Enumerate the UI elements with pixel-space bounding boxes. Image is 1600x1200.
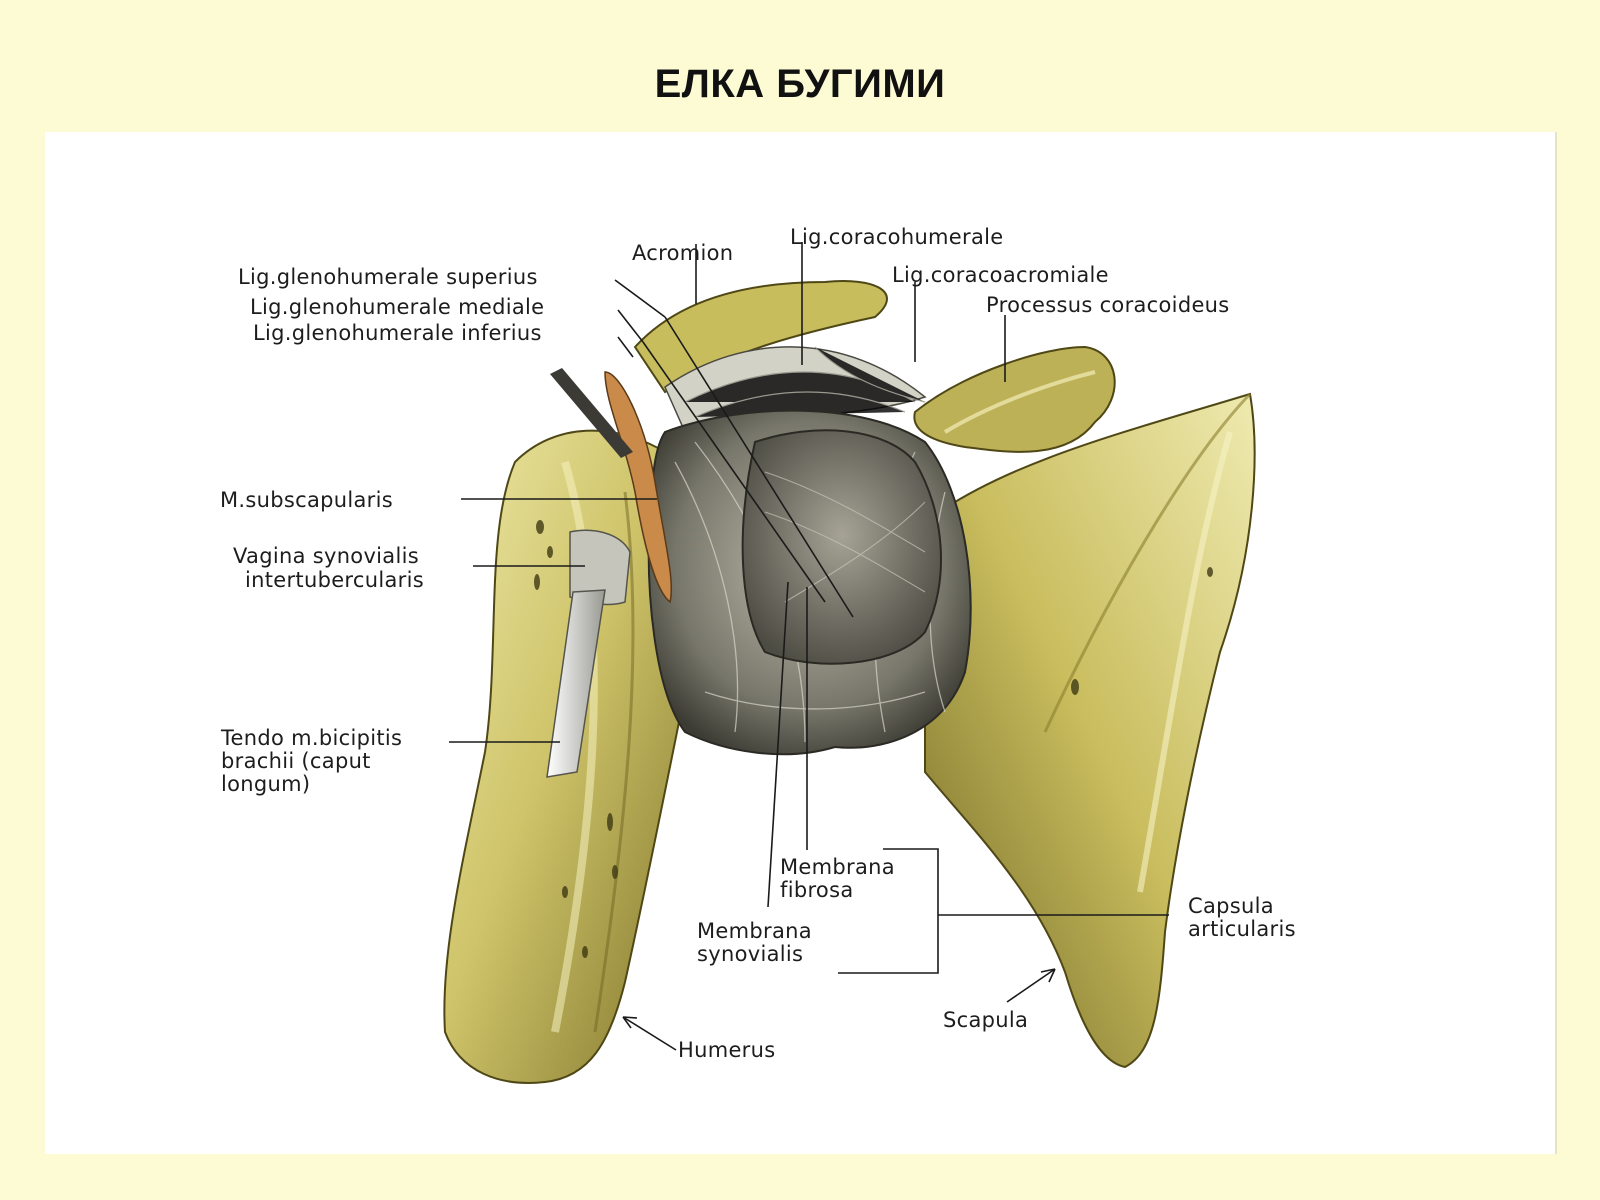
label-vagina-synovialis-line2: intertubercularis xyxy=(245,568,424,592)
label-tendo-line3: longum) xyxy=(221,772,310,796)
label-lig-coracoacromiale: Lig.coracoacromiale xyxy=(892,263,1109,287)
synovial-membrana-window xyxy=(741,429,943,665)
shoulder-joint-illustration: Acromion Lig.coracohumerale Lig.coracoac… xyxy=(220,225,1296,1084)
label-membrana-synovialis-line1: Membrana xyxy=(697,919,812,943)
label-acromion: Acromion xyxy=(632,241,733,265)
label-capsula-line2: articularis xyxy=(1188,917,1296,941)
label-processus-coracoideus: Processus coracoideus xyxy=(986,293,1230,317)
label-lig-glenohumerale-superius: Lig.glenohumerale superius xyxy=(238,265,538,289)
label-membrana-synovialis-line2: synovialis xyxy=(697,942,803,966)
label-tendo-line2: brachii (caput xyxy=(221,749,371,773)
label-lig-glenohumerale-mediale: Lig.glenohumerale mediale xyxy=(250,295,544,319)
probe-rod xyxy=(550,368,633,458)
label-vagina-synovialis-line1: Vagina synovialis xyxy=(233,544,419,568)
label-membrana-fibrosa-line2: fibrosa xyxy=(780,878,854,902)
leader-lines xyxy=(449,242,1169,1051)
biceps-tendon xyxy=(546,589,606,778)
label-tendo-line1: Tendo m.bicipitis xyxy=(220,726,402,750)
label-m-subscapularis: M.subscapularis xyxy=(220,488,393,512)
label-scapula: Scapula xyxy=(943,1008,1028,1032)
scapula-bone xyxy=(924,392,1256,1069)
label-lig-glenohumerale-inferius: Lig.glenohumerale inferius xyxy=(253,321,542,345)
slide-title: ЕЛКА БУГИМИ xyxy=(654,62,946,106)
figure-panel: Acromion Lig.coracohumerale Lig.coracoac… xyxy=(45,132,1557,1154)
label-lig-coracohumerale: Lig.coracohumerale xyxy=(790,225,1003,249)
label-membrana-fibrosa-line1: Membrana xyxy=(780,855,895,879)
label-capsula-line1: Capsula xyxy=(1188,894,1274,918)
label-humerus: Humerus xyxy=(678,1038,775,1062)
